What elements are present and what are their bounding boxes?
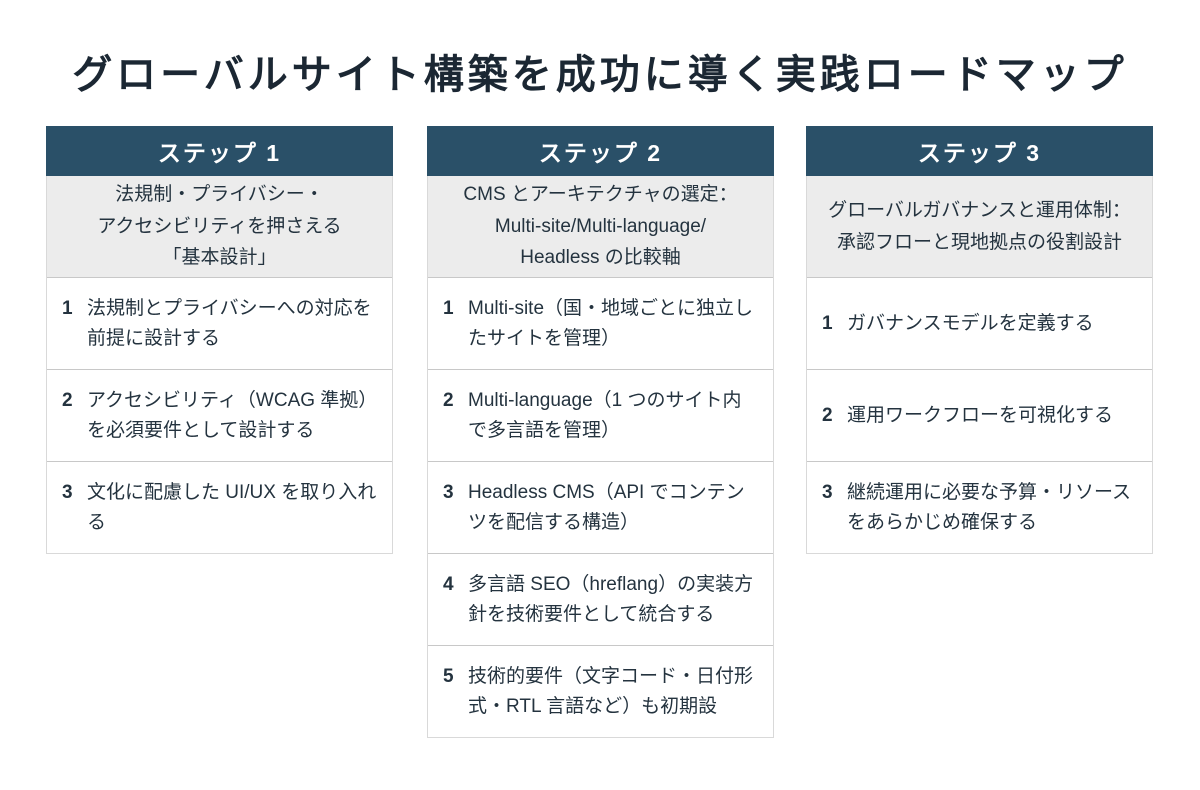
item-text: Headless CMS（API でコンテンツを配信する構造） <box>468 482 745 533</box>
item-text: Multi-language（1 つのサイト内で多言語を管理） <box>468 390 742 441</box>
list-item: 3 Headless CMS（API でコンテンツを配信する構造） <box>428 461 773 553</box>
list-item-content: 4 多言語 SEO（hreflang）の実装方針を技術要件として統合する <box>443 570 759 629</box>
list-item: 5 技術的要件（文字コード・日付形式・RTL 言語など）も初期設 <box>428 645 773 737</box>
item-number: 3 <box>822 482 833 504</box>
item-text: アクセシビリティ（WCAG 準拠）を必須要件として設計する <box>87 390 378 441</box>
item-number: 2 <box>62 390 73 412</box>
list-item-content: 1 法規制とプライバシーへの対応を前提に設計する <box>62 294 378 353</box>
item-number: 2 <box>822 404 833 426</box>
step-1-body: 法規制・プライバシー・ アクセシビリティを押さえる 「基本設計」 1 法規制とプ… <box>46 176 393 554</box>
step-1-header: ステップ 1 <box>46 126 393 176</box>
list-item: 1 Multi-site（国・地域ごとに独立したサイトを管理） <box>428 277 773 369</box>
list-item-content: 3 Headless CMS（API でコンテンツを配信する構造） <box>443 478 759 537</box>
step-3-subtitle: グローバルガバナンスと運用体制： 承認フローと現地拠点の役割設計 <box>807 176 1152 277</box>
step-1-subtitle: 法規制・プライバシー・ アクセシビリティを押さえる 「基本設計」 <box>47 176 392 277</box>
step-column-3: ステップ 3 グローバルガバナンスと運用体制： 承認フローと現地拠点の役割設計 … <box>806 126 1153 554</box>
list-item-content: 3 文化に配慮した UI/UX を取り入れる <box>62 478 378 537</box>
item-text: Multi-site（国・地域ごとに独立したサイトを管理） <box>468 298 754 349</box>
list-item-content: 2 Multi-language（1 つのサイト内で多言語を管理） <box>443 386 759 445</box>
list-item: 3 文化に配慮した UI/UX を取り入れる <box>47 461 392 553</box>
list-item: 2 運用ワークフローを可視化する <box>807 369 1152 461</box>
list-item: 2 アクセシビリティ（WCAG 準拠）を必須要件として設計する <box>47 369 392 461</box>
step-3-header: ステップ 3 <box>806 126 1153 176</box>
list-item: 1 ガバナンスモデルを定義する <box>807 277 1152 369</box>
list-item: 3 継続運用に必要な予算・リソースをあらかじめ確保する <box>807 461 1152 553</box>
step-2-body: CMS とアーキテクチャの選定： Multi-site/Multi-langua… <box>427 176 774 738</box>
item-text: 運用ワークフローを可視化する <box>847 404 1114 426</box>
list-item: 2 Multi-language（1 つのサイト内で多言語を管理） <box>428 369 773 461</box>
item-number: 2 <box>443 390 454 412</box>
item-number: 5 <box>443 666 454 688</box>
list-item-content: 2 運用ワークフローを可視化する <box>822 401 1113 430</box>
item-number: 3 <box>62 482 73 504</box>
item-text: ガバナンスモデルを定義する <box>847 312 1094 334</box>
step-column-1: ステップ 1 法規制・プライバシー・ アクセシビリティを押さえる 「基本設計」 … <box>46 126 393 554</box>
item-number: 1 <box>62 298 73 320</box>
step-2-subtitle: CMS とアーキテクチャの選定： Multi-site/Multi-langua… <box>428 176 773 277</box>
item-text: 技術的要件（文字コード・日付形式・RTL 言語など）も初期設 <box>468 666 754 717</box>
item-text: 継続運用に必要な予算・リソースをあらかじめ確保する <box>847 482 1132 533</box>
step-column-2: ステップ 2 CMS とアーキテクチャの選定： Multi-site/Multi… <box>427 126 774 738</box>
page-title: グローバルサイト構築を成功に導く実践ロードマップ <box>72 53 1128 97</box>
item-number: 1 <box>443 298 454 320</box>
list-item-content: 1 Multi-site（国・地域ごとに独立したサイトを管理） <box>443 294 759 353</box>
list-item: 1 法規制とプライバシーへの対応を前提に設計する <box>47 277 392 369</box>
item-number: 1 <box>822 312 833 334</box>
list-item-content: 5 技術的要件（文字コード・日付形式・RTL 言語など）も初期設 <box>443 662 759 721</box>
item-text: 法規制とプライバシーへの対応を前提に設計する <box>87 298 372 349</box>
list-item: 4 多言語 SEO（hreflang）の実装方針を技術要件として統合する <box>428 553 773 645</box>
item-text: 多言語 SEO（hreflang）の実装方針を技術要件として統合する <box>468 574 754 625</box>
item-number: 3 <box>443 482 454 504</box>
list-item-content: 1 ガバナンスモデルを定義する <box>822 309 1094 338</box>
step-3-body: グローバルガバナンスと運用体制： 承認フローと現地拠点の役割設計 1 ガバナンス… <box>806 176 1153 554</box>
item-text: 文化に配慮した UI/UX を取り入れる <box>87 482 377 533</box>
step-2-header: ステップ 2 <box>427 126 774 176</box>
list-item-content: 2 アクセシビリティ（WCAG 準拠）を必須要件として設計する <box>62 386 378 445</box>
item-number: 4 <box>443 574 454 596</box>
list-item-content: 3 継続運用に必要な予算・リソースをあらかじめ確保する <box>822 478 1138 537</box>
